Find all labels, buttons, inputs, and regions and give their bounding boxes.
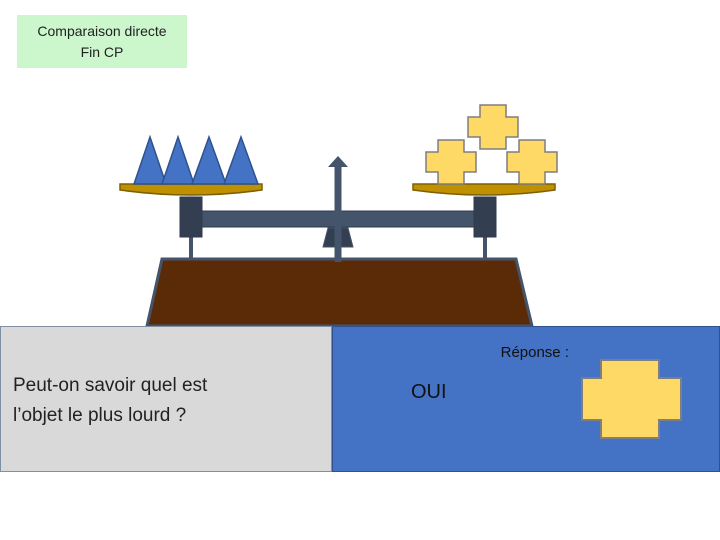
title-line-1: Comparaison directe [37, 22, 167, 39]
needle-arrow-head [328, 156, 348, 167]
triangle-object [190, 134, 228, 185]
triangle-object [222, 134, 260, 185]
triangle-object [160, 134, 196, 185]
question-line-2: l’objet le plus lourd ? [13, 405, 187, 426]
cross-object [506, 139, 558, 185]
right-pan-objects [425, 104, 558, 185]
right-beam-block [473, 196, 497, 238]
right-pan [412, 183, 556, 196]
scale-base [145, 257, 534, 328]
answer-panel: Réponse : OUI [332, 326, 720, 472]
left-pan [119, 183, 263, 196]
title-box: Comparaison directe Fin CP [17, 15, 187, 68]
answer-text: OUI [411, 381, 447, 403]
question-line-1: Peut-on savoir quel est [13, 375, 208, 396]
answer-cross-shape [581, 359, 682, 439]
balance-scale [119, 104, 558, 328]
left-beam-block [179, 196, 203, 238]
cross-object [425, 139, 477, 185]
cross-object [467, 104, 519, 150]
left-pan-objects [132, 134, 260, 185]
question-panel: Peut-on savoir quel est l’objet le plus … [0, 326, 332, 472]
title-line-2: Fin CP [80, 43, 124, 60]
question-text: Peut-on savoir quel est l’objet le plus … [13, 371, 313, 431]
cross-icon [581, 359, 682, 439]
triangle-object [132, 134, 168, 185]
answer-label: Réponse : [500, 344, 569, 361]
